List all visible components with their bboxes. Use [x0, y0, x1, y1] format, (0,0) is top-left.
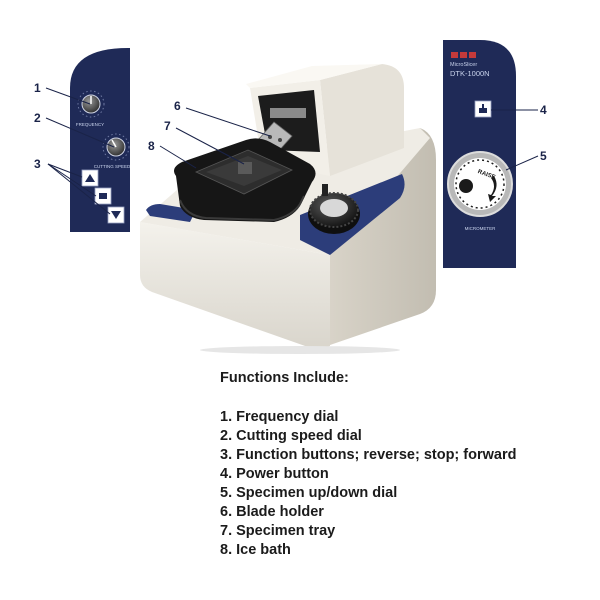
frequency-dial[interactable] — [77, 90, 105, 118]
power-button[interactable] — [474, 100, 492, 118]
left-control-panel: FREQUENCY CUTTING SPEED — [70, 48, 131, 232]
leader-line-1 — [45, 87, 91, 105]
callout-7: 7 — [164, 119, 171, 133]
callout-8: 8 — [148, 139, 155, 153]
cutting-speed-dial[interactable] — [102, 133, 130, 161]
callout-numbers: 1 2 3 4 5 6 7 8 — [34, 81, 547, 171]
reverse-arrow-icon — [85, 174, 95, 182]
dial-raise-label: RAISE — [477, 169, 496, 181]
function-item-5: 5. Specimen up/down dial — [220, 485, 398, 501]
function-item-7: 7. Specimen tray — [220, 523, 336, 539]
stop-icon — [99, 193, 107, 199]
machine-front-face — [140, 222, 330, 349]
leader-line-5 — [505, 155, 539, 171]
forward-arrow-icon — [111, 211, 121, 219]
callout-4: 4 — [540, 103, 547, 117]
function-item-2: 2. Cutting speed dial — [220, 428, 362, 444]
blade-arm-housing-side — [320, 64, 404, 176]
right-control-panel: MicroSlicer DTK-1000N RAISE MICROMETER — [443, 40, 516, 268]
machine-shadow — [200, 346, 400, 354]
leader-line-8 — [159, 145, 197, 169]
brand-logo — [451, 52, 476, 58]
model-line-2: DTK-1000N — [450, 69, 490, 78]
functions-list: 1. Frequency dial 2. Cutting speed dial … — [220, 408, 590, 560]
specimen-up-down-dial[interactable] — [447, 151, 513, 217]
callout-lines — [45, 87, 539, 215]
leader-line-7 — [175, 127, 245, 165]
raise-arrow-icon — [488, 176, 497, 202]
leader-line-3c — [47, 163, 111, 215]
reverse-button[interactable] — [81, 169, 99, 187]
functions-list-section: Functions Include: 1. Frequency dial 2. … — [220, 370, 590, 560]
specimen-tray[interactable] — [195, 149, 293, 195]
forward-button[interactable] — [107, 206, 125, 224]
functions-title: Functions Include: — [220, 370, 349, 386]
machine-micrometer-knob[interactable] — [308, 184, 360, 234]
model-line-1: MicroSlicer — [450, 62, 477, 68]
cutting-speed-label: CUTTING SPEED — [94, 164, 131, 169]
function-item-4: 4. Power button — [220, 466, 329, 482]
leader-line-2 — [45, 117, 115, 148]
frequency-label: FREQUENCY — [76, 122, 104, 127]
function-item-1: 1. Frequency dial — [220, 409, 339, 425]
function-item-8: 8. Ice bath — [220, 542, 291, 558]
callout-6: 6 — [174, 99, 181, 113]
power-icon — [479, 108, 487, 113]
callout-3: 3 — [34, 157, 41, 171]
micrometer-label: MICROMETER — [465, 226, 496, 231]
function-item-3: 3. Function buttons; reverse; stop; forw… — [220, 447, 517, 463]
microtome-machine — [140, 64, 436, 354]
stop-button[interactable] — [94, 187, 112, 205]
leader-line-3a — [47, 163, 83, 178]
callout-1: 1 — [34, 81, 41, 95]
blade-arm-housing-top — [246, 64, 382, 88]
function-item-6: 6. Blade holder — [220, 504, 324, 520]
callout-2: 2 — [34, 111, 41, 125]
callout-5: 5 — [540, 149, 547, 163]
leader-line-6 — [185, 107, 271, 137]
leader-line-3b — [47, 163, 97, 197]
